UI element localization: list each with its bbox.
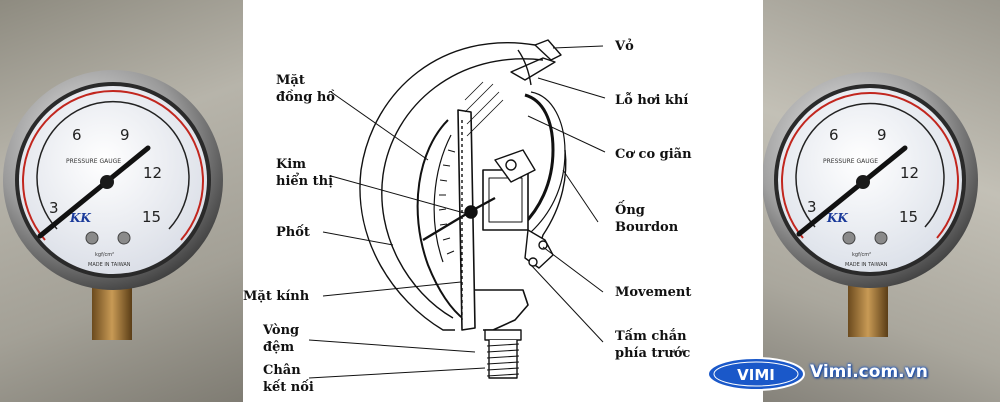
dial-number: 3 [807,198,817,216]
dial-unit: kgf/cm² [852,252,871,258]
dial-number: 12 [900,164,919,182]
gauge-cutaway-drawing [308,39,606,379]
label-chan-ket-noi: Chân kết nối [263,363,314,395]
dial-number: 15 [142,208,161,226]
dial-origin: MADE IN TAIWAN [845,262,888,268]
cutaway-diagram: Mặt đồng hồ Kim hiển thị Phốt Mặt kính V… [243,0,763,402]
vimi-logo: VIMI [707,357,805,391]
dial-brand: KK [826,211,848,225]
label-tam-chan: Tấm chắn phía trước [615,329,691,361]
watermark: VIMI Vimi.com.vn [700,352,1000,396]
right-gauge-photo: 3 6 9 12 15 PRESSURE GAUGE KK kgf/cm² MA… [763,0,1000,402]
label-ong-bourdon: Ống Bourdon [615,203,679,235]
label-co-co-gian: Cơ co giãn [615,147,692,162]
gauge-needle [37,145,151,239]
label-mat-kinh: Mặt kính [243,289,310,304]
dial-number: 3 [49,199,59,217]
dial-number: 6 [72,126,82,144]
watermark-site: Vimi.com.vn [810,362,928,382]
pressure-gauge-photo: 3 6 9 12 15 PRESSURE GAUGE KK kgf/cm² MA… [3,70,223,340]
dial-origin: MADE IN TAIWAN [88,262,131,268]
label-phot: Phốt [276,225,310,240]
gauge-needle [796,145,908,237]
left-gauge-photo: 3 6 9 12 15 PRESSURE GAUGE KK kgf/cm² MA… [0,0,243,402]
dial-number: 9 [877,126,887,144]
dial-title: PRESSURE GAUGE [823,158,878,165]
dial-unit: kgf/cm² [95,252,114,258]
dial-brand: KK [69,211,91,225]
label-vo: Vỏ [615,39,634,54]
dial-number: 6 [829,126,839,144]
label-movement: Movement [615,285,692,300]
label-lo-hoi-khi: Lỗ hơi khí [615,93,689,108]
vimi-logo-text: VIMI [737,366,775,384]
label-kim-hien-thi: Kim hiển thị [276,157,334,189]
pressure-gauge-photo: 3 6 9 12 15 PRESSURE GAUGE KK kgf/cm² MA… [763,72,978,337]
dial-number: 9 [120,126,130,144]
dial-number: 12 [143,164,162,182]
dial-number: 15 [899,208,918,226]
dial-title: PRESSURE GAUGE [66,158,121,165]
label-vong-dem: Vòng đệm [263,323,300,355]
label-mat-dong-ho: Mặt đồng hồ [276,73,335,105]
